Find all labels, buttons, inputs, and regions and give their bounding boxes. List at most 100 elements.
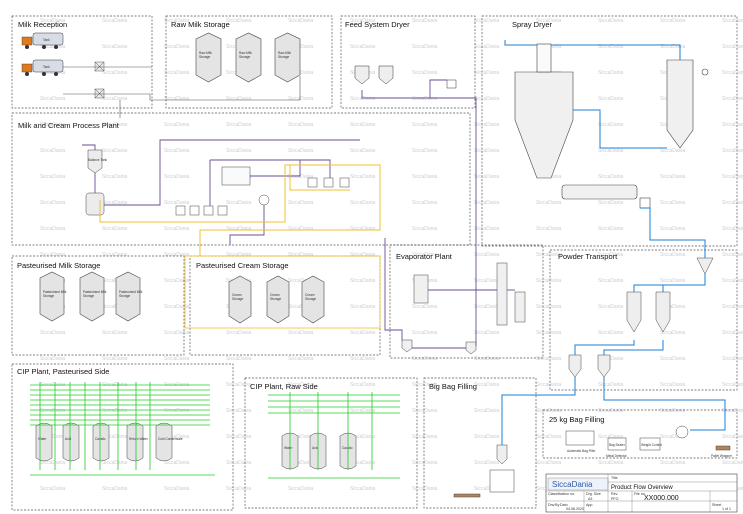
evaporator-column <box>496 262 508 326</box>
title-pasteurised-cream: Pasteurised Cream Storage <box>196 261 289 270</box>
tb-sheet-value: 1 of 1 <box>722 507 731 511</box>
watermark-text: SiccaDania <box>40 70 66 76</box>
watermark-text: SiccaDania <box>288 408 314 414</box>
watermark-text: SiccaDania <box>288 460 314 466</box>
flow-line <box>501 377 576 445</box>
title-milk-reception: Milk Reception <box>18 20 67 29</box>
weight-control-label: Weight Control <box>641 443 662 447</box>
watermark-text: SiccaDania <box>288 122 314 128</box>
powder-silo-1 <box>626 291 642 333</box>
watermark-text: SiccaDania <box>536 200 562 206</box>
watermark-text: SiccaDania <box>722 408 743 414</box>
tb-file-value: XX000.000 <box>644 495 679 502</box>
watermark-text: SiccaDania <box>660 252 686 258</box>
watermark-text: SiccaDania <box>226 96 252 102</box>
silo-label: Raw Milk <box>199 51 212 55</box>
watermark-text: SiccaDania <box>412 200 438 206</box>
watermark-text: SiccaDania <box>350 44 376 50</box>
silo-body <box>79 271 105 322</box>
silo-body <box>39 271 65 322</box>
pasteuriser <box>221 166 251 186</box>
cip-tank-label: Cold Condensate <box>158 437 183 441</box>
watermark-text: SiccaDania <box>350 226 376 232</box>
watermark-text: SiccaDania <box>660 304 686 310</box>
watermark-text: SiccaDania <box>412 18 438 24</box>
watermark-text: SiccaDania <box>102 122 128 128</box>
watermark-text: SiccaDania <box>102 434 128 440</box>
watermark-text: SiccaDania <box>350 122 376 128</box>
silo-label: Storage <box>119 294 130 298</box>
watermark-text: SiccaDania <box>350 304 376 310</box>
watermark-text: SiccaDania <box>40 460 66 466</box>
watermark-text: SiccaDania <box>164 96 190 102</box>
silo-body <box>228 275 252 324</box>
powder-hopper-1 <box>568 354 582 378</box>
watermark-text: SiccaDania <box>660 148 686 154</box>
watermark-text: SiccaDania <box>598 408 624 414</box>
watermark-text: SiccaDania <box>40 356 66 362</box>
frame-cip-pasteurised <box>11 363 234 511</box>
watermark-text: SiccaDania <box>722 200 743 206</box>
cip-tank-label: Water <box>38 437 47 441</box>
watermark-text: SiccaDania <box>412 148 438 154</box>
tb-drawn-label: Drw.By <box>548 503 560 507</box>
watermark-text: SiccaDania <box>536 304 562 310</box>
title-cip-raw: CIP Plant, Raw Side <box>250 382 318 391</box>
watermark-text: SiccaDania <box>40 330 66 336</box>
silo-label: Storage <box>305 297 316 301</box>
watermark-text: SiccaDania <box>536 278 562 284</box>
watermark-text: SiccaDania <box>598 434 624 440</box>
title-powder-transport: Powder Transport <box>558 252 618 261</box>
watermark-text: SiccaDania <box>598 460 624 466</box>
watermark-text: SiccaDania <box>164 486 190 492</box>
watermark-text: SiccaDania <box>102 44 128 50</box>
watermark-text: SiccaDania <box>102 330 128 336</box>
watermark-text: SiccaDania <box>598 330 624 336</box>
watermark-text: SiccaDania <box>350 278 376 284</box>
bag-sealer-label: Bag Sealer <box>609 443 626 447</box>
watermark-text: SiccaDania <box>40 486 66 492</box>
bag-filler-label: Automatic Bag Filler <box>567 449 596 453</box>
watermark-text: SiccaDania <box>598 70 624 76</box>
big-bag-pallet <box>453 493 481 498</box>
silo-label: Storage <box>43 294 54 298</box>
watermark-text: SiccaDania <box>102 278 128 284</box>
cip-tank-label: Return Water <box>129 437 149 441</box>
tb-date-value: 04.08.2020 <box>566 507 584 511</box>
watermark-text: SiccaDania <box>226 330 252 336</box>
tb-classification-label: Classification no. <box>548 492 575 496</box>
watermark-text: SiccaDania <box>164 200 190 206</box>
watermark-text: SiccaDania <box>226 226 252 232</box>
watermark-text: SiccaDania <box>226 460 252 466</box>
watermark-text: SiccaDania <box>474 122 500 128</box>
watermark-text: SiccaDania <box>350 356 376 362</box>
flow-line <box>551 44 681 60</box>
watermark-text: SiccaDania <box>288 434 314 440</box>
watermark-text: SiccaDania <box>722 70 743 76</box>
concentrate-tank <box>465 341 477 355</box>
watermark-text: SiccaDania <box>536 408 562 414</box>
watermark-text: SiccaDania <box>660 44 686 50</box>
silo-label: Storage <box>270 297 281 301</box>
truck-2-tank-label: Tank <box>43 65 50 69</box>
watermark-text: SiccaDania <box>474 382 500 388</box>
watermark-text: SiccaDania <box>474 70 500 76</box>
bag-sealer <box>607 437 627 451</box>
watermark-text: SiccaDania <box>288 356 314 362</box>
fan-icon <box>701 68 709 76</box>
watermark-text: SiccaDania <box>164 434 190 440</box>
tb-app-label: App. <box>586 503 593 507</box>
evaporator-equipment <box>401 262 526 355</box>
watermark-text: SiccaDania <box>288 278 314 284</box>
watermark-text: SiccaDania <box>598 96 624 102</box>
powder-hopper-2 <box>597 354 611 378</box>
watermark-text: SiccaDania <box>164 356 190 362</box>
watermark-text: SiccaDania <box>164 18 190 24</box>
silo-body <box>274 32 301 83</box>
title-block: SiccaDania Title Product Flow Overview C… <box>545 473 738 513</box>
fluid-bed <box>561 184 638 200</box>
